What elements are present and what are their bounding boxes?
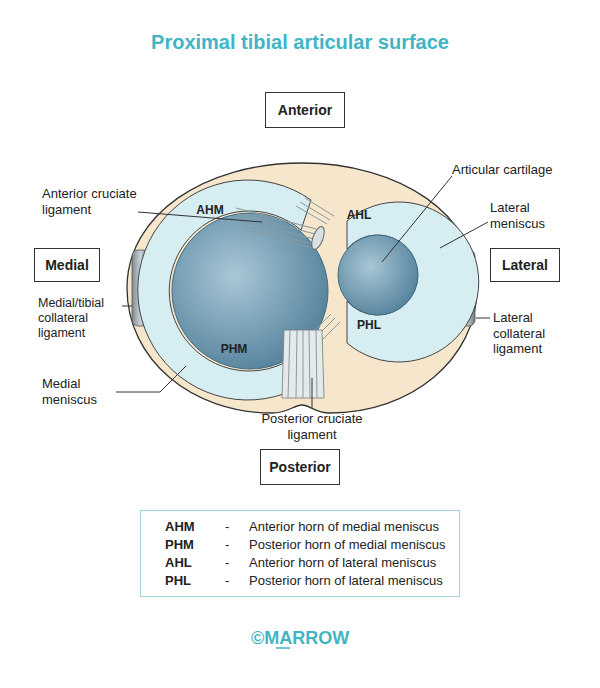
- horn-attachments: [296, 198, 340, 340]
- horn-abbreviation: PHL: [352, 318, 386, 332]
- direction-box: Anterior: [265, 92, 345, 128]
- abbreviation: AHL: [165, 555, 225, 570]
- direction-box: Posterior: [260, 449, 340, 485]
- separator-dash: -: [225, 555, 249, 570]
- separator-dash: -: [225, 573, 249, 588]
- abbreviation-meaning: Anterior horn of medial meniscus: [249, 519, 449, 534]
- diagram-title: Proximal tibial articular surface: [0, 30, 600, 54]
- separator-dash: -: [225, 519, 249, 534]
- direction-box: Lateral: [490, 248, 560, 282]
- direction-box: Medial: [34, 248, 100, 282]
- acl-fibres: [236, 208, 316, 248]
- horn-abbreviation: PHM: [214, 342, 254, 356]
- horn-abbreviation: AHM: [190, 203, 230, 217]
- abbreviation: PHM: [165, 537, 225, 552]
- direction-label: Lateral: [502, 257, 548, 273]
- abbreviation: PHL: [165, 573, 225, 588]
- acl-cut-end: [309, 225, 327, 251]
- structure-label: Medial meniscus: [42, 376, 114, 407]
- abbreviation-meaning: Posterior horn of lateral meniscus: [249, 573, 449, 588]
- separator-dash: -: [225, 537, 249, 552]
- abbreviation-meaning: Anterior horn of lateral meniscus: [249, 555, 449, 570]
- ligament-label: Medial/tibial collateral ligament: [38, 296, 124, 341]
- abbreviation-meaning: Posterior horn of medial meniscus: [249, 537, 449, 552]
- pcl: [282, 330, 324, 398]
- pcl-fibres: [288, 330, 317, 398]
- structure-label: Lateral meniscus: [490, 200, 580, 231]
- abbreviation-legend-box: AHM-Anterior horn of medial meniscusPHM-…: [140, 510, 460, 597]
- structure-label: Articular cartilage: [452, 162, 592, 178]
- ligament-label: Lateral collateral ligament: [493, 310, 583, 357]
- ligament-label: Anterior cruciate ligament: [42, 186, 138, 217]
- direction-label: Posterior: [269, 459, 330, 475]
- lateral-cartilage: [338, 235, 418, 315]
- abbreviation: AHM: [165, 519, 225, 534]
- horn-abbreviation: AHL: [342, 208, 376, 222]
- direction-label: Anterior: [278, 102, 332, 118]
- direction-label: Medial: [45, 257, 89, 273]
- watermark-logo: ©MARROW: [200, 628, 400, 650]
- ligament-label: Posterior cruciate ligament: [252, 411, 372, 442]
- leader-lines: [116, 176, 490, 408]
